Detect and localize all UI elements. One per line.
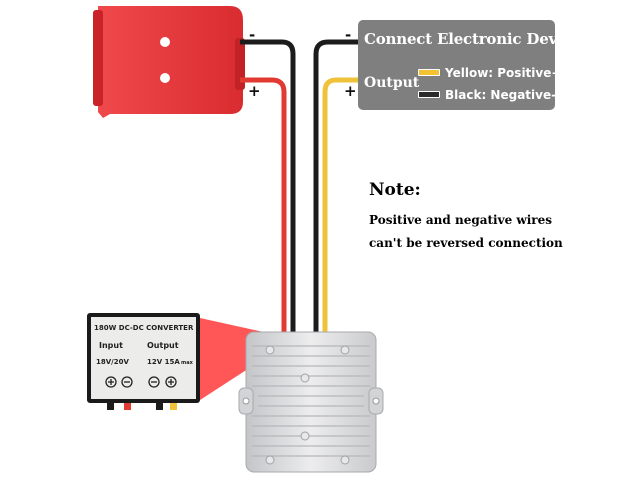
adapter-mounting-hole <box>160 37 170 47</box>
input-wire-red <box>240 77 287 332</box>
note-line: can't be reversed connection <box>369 236 563 250</box>
battery-adapter <box>93 6 245 118</box>
input-wire-black <box>240 39 296 332</box>
converter-screw <box>300 431 310 441</box>
converter-output-rating-suffix: max <box>181 360 193 366</box>
converter-screw <box>300 373 310 383</box>
converter-input-voltage: 18V/20V <box>96 358 129 366</box>
output-wires <box>313 39 358 332</box>
converter-output-rating: 12V 15A <box>147 358 180 366</box>
dc-dc-converter <box>238 331 384 473</box>
converter-screw <box>340 455 350 465</box>
converter-screw <box>340 345 350 355</box>
panel-title: Connect Electronic Device <box>364 30 581 48</box>
yellow-wire-swatch <box>418 69 440 77</box>
legend-positive-text: Yellow: Positive+ <box>445 65 562 80</box>
label-card-wire-stubs <box>107 398 177 410</box>
input-wires <box>240 39 296 332</box>
minus-circle-icon <box>121 376 133 388</box>
adapter-positive-mark: + <box>248 82 261 100</box>
note-line: Positive and negative wires <box>369 213 552 227</box>
plus-circle-icon <box>105 376 117 388</box>
adapter-negative-mark: - <box>249 26 256 44</box>
converter-screw <box>265 455 275 465</box>
minus-circle-icon <box>148 376 160 388</box>
converter-label-card: 180W DC-DC CONVERTER Input Output 18V/20… <box>87 313 200 403</box>
black-wire-swatch <box>418 91 440 99</box>
output-wire-yellow <box>322 77 358 332</box>
connect-device-panel: Connect Electronic Device Output Yellow:… <box>358 20 581 110</box>
note-title: Note: <box>369 180 421 200</box>
output-label: Output <box>364 75 420 91</box>
terminal-symbols <box>105 376 177 388</box>
converter-output-label: Output <box>147 341 179 350</box>
plus-circle-icon <box>165 376 177 388</box>
adapter-mounting-hole <box>160 73 170 83</box>
note-block: Note: Positive and negative wires can't … <box>369 180 563 255</box>
converter-input-label: Input <box>99 341 123 350</box>
output-negative-mark: - <box>345 26 352 44</box>
legend-row-positive: Yellow: Positive+ <box>418 64 561 82</box>
output-wire-black <box>313 39 358 332</box>
converter-screw <box>265 345 275 355</box>
legend-row-negative: Black: Negative- <box>418 86 556 104</box>
output-positive-mark: + <box>344 82 357 100</box>
legend-negative-text: Black: Negative- <box>445 87 557 102</box>
converter-label-title: 180W DC-DC CONVERTER <box>94 324 194 332</box>
